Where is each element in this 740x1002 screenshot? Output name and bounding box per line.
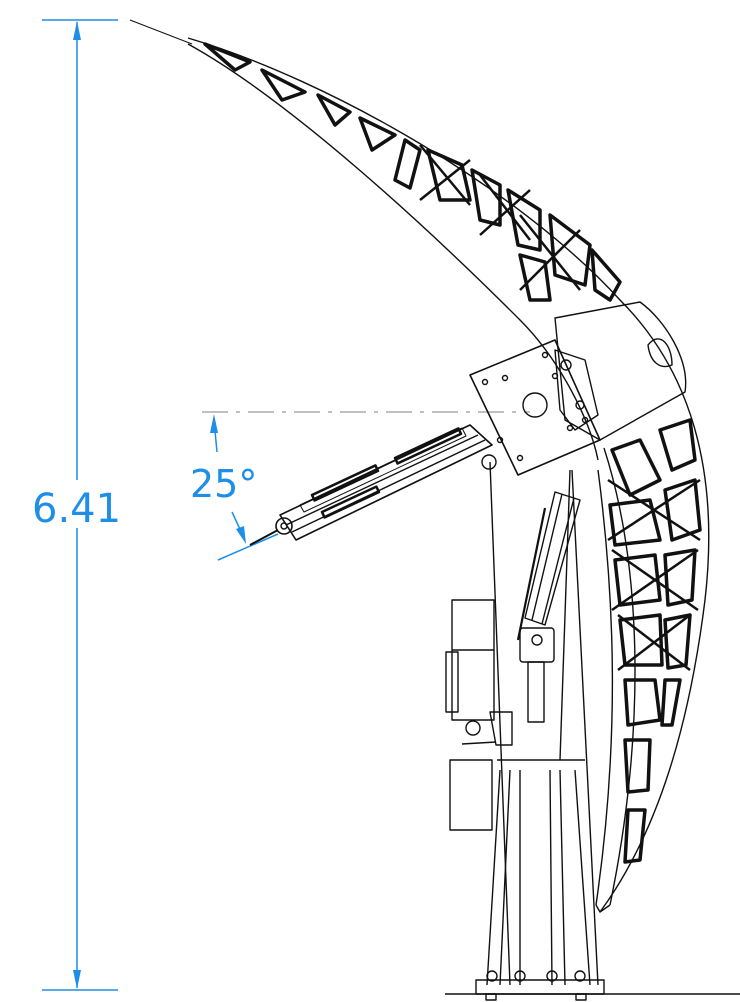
curved-boom-outer [187,37,710,913]
machine-linework [129,19,710,1001]
boom-hinge-cutout [647,338,673,368]
side-bracket [554,349,599,431]
arm-tip-wheel [275,517,293,535]
telescopic-arm [279,424,493,541]
angle-extension-line [217,533,279,561]
curved-boom-lower-outer2 [603,447,636,906]
height-dimension-label: 6.41 [32,486,121,532]
height-dimension-label-bg [30,480,126,528]
curved-boom-inner [187,43,599,461]
lower-truss-diagonals [607,478,701,671]
arm-tip-nozzle [249,529,279,546]
arm-base-knob [481,454,497,470]
upper-truss-cells [203,42,622,302]
control-box-lower [449,759,493,831]
central-pivot [522,392,548,418]
boom-top-leader [129,19,193,45]
height-dimension-top-arrow [73,21,81,40]
hydraulic-cylinder [516,491,581,641]
boom-hinge-plate [554,301,687,441]
column-bracket [489,711,513,746]
base-plate [475,979,605,995]
curved-boom-tip [595,904,611,913]
curved-boom-lower-inner [595,469,614,906]
height-dimension-bottom-arrow [73,970,81,989]
control-box-upper [451,599,495,721]
column-roller [465,720,481,736]
angle-dimension-upper-arrow [210,414,218,433]
angle-dimension [202,411,530,561]
angle-dimension-label: 25° [190,462,257,506]
upper-truss-diagonals [419,144,581,291]
support-column [486,461,599,986]
cylinder-foot [527,661,545,723]
angle-dimension-lower-arrow [236,526,246,544]
